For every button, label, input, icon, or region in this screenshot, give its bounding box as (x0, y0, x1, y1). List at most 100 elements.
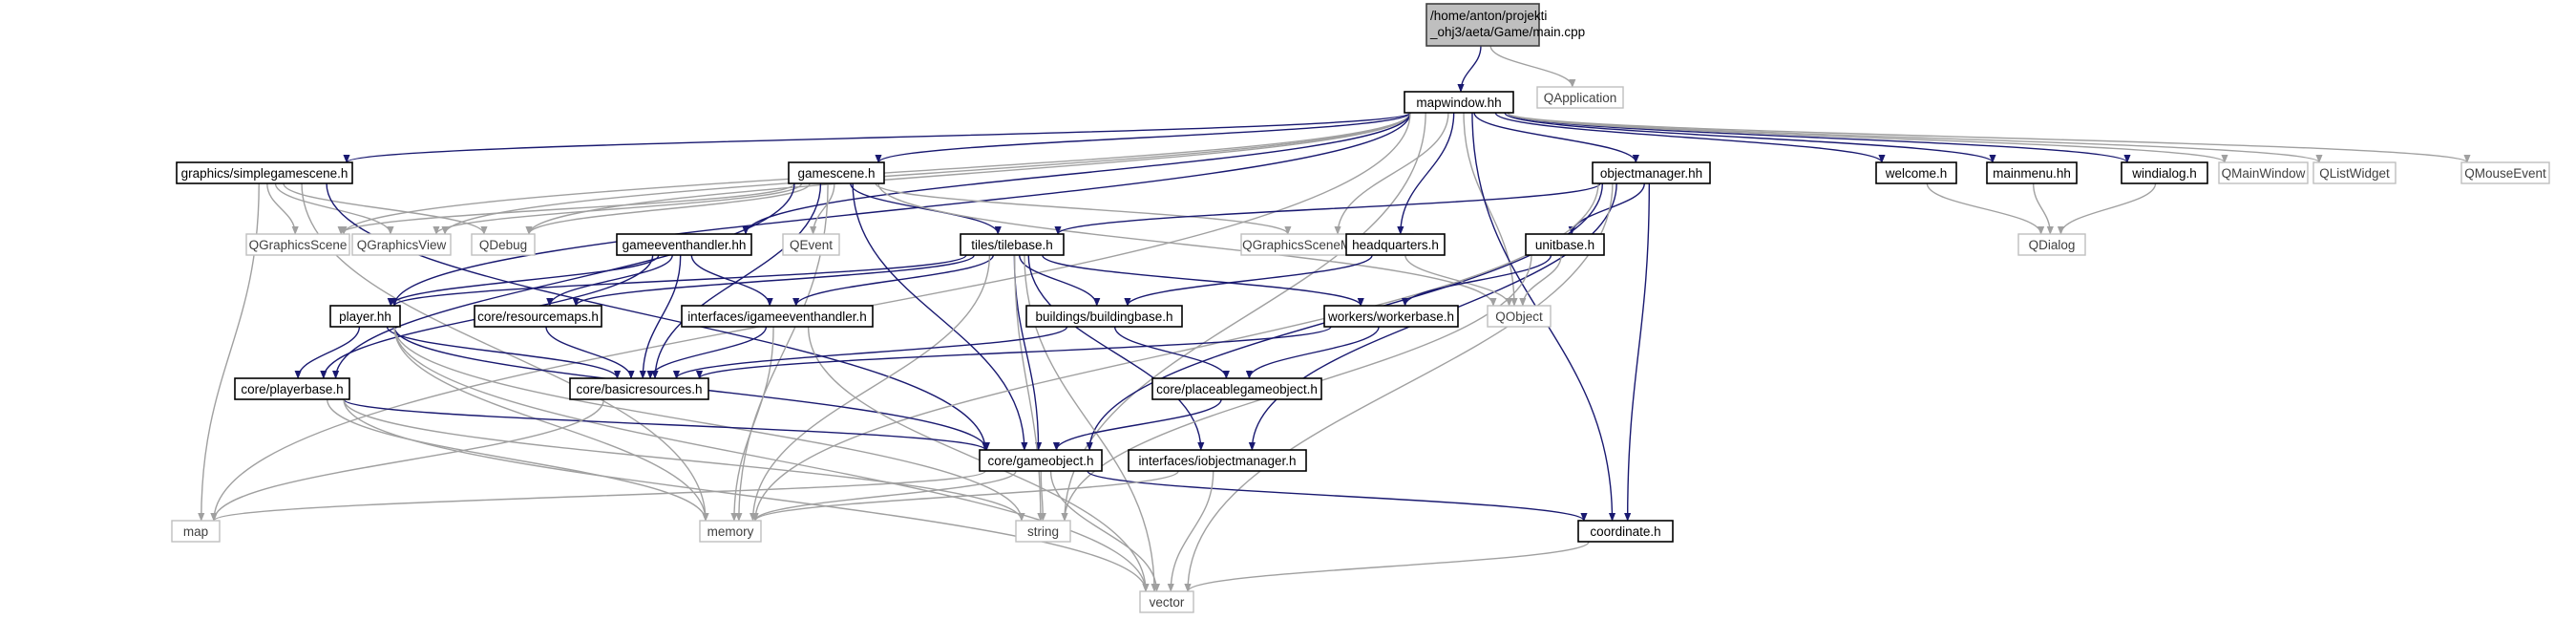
node-box-root (1425, 3, 1540, 47)
node-box-qlistwidget (2312, 161, 2397, 184)
node-playerbase[interactable]: core/playerbase.h (234, 377, 350, 400)
edge-mapwindow-to-mainmenu (1504, 112, 1996, 163)
node-placeablegameobject[interactable]: core/placeablegameobject.h (1151, 377, 1322, 400)
node-label-windialog: windialog.h (2131, 166, 2197, 181)
edge-tilebase-to-iobjectmanager (1027, 254, 1205, 451)
edge-tilebase-to-string (1013, 254, 1045, 522)
edge-objectmanager-to-unitbase (1568, 182, 1645, 235)
edge-gameeventhandler-to-igameeventhandler (690, 254, 773, 307)
edge-tilebase-to-resourcemaps (572, 254, 975, 307)
node-box-coordinate (1577, 520, 1674, 543)
node-qmainwindow[interactable]: QMainWindow (2218, 161, 2309, 184)
node-label-vector: vector (1150, 595, 1185, 609)
edge-simplegamescene-to-qgraphicsview (274, 182, 394, 235)
node-gamescene[interactable]: gamescene.h (788, 161, 885, 184)
node-box-qdialog (2017, 233, 2086, 256)
edge-root-to-mapwindow (1457, 45, 1482, 93)
edge-playerbase-to-vector (343, 398, 1150, 592)
edge-gamescene-to-qgraphicsview (433, 182, 803, 235)
node-box-qgraphicsscene (245, 233, 350, 256)
node-label-qmouseevent: QMouseEvent (2464, 166, 2546, 181)
node-basicresources[interactable]: core/basicresources.h (569, 377, 709, 400)
node-buildingbase[interactable]: buildings/buildingbase.h (1025, 305, 1183, 328)
node-headquarters[interactable]: headquarters.h (1345, 233, 1446, 256)
node-gameobject[interactable]: core/gameobject.h (979, 449, 1103, 472)
node-label-qgraphicsview: QGraphicsView (357, 238, 447, 252)
node-label-unitbase: unitbase.h (1535, 238, 1594, 252)
node-memory[interactable]: memory (699, 520, 762, 543)
edge-coordinate-to-vector (1184, 541, 1590, 592)
node-qobject[interactable]: QObject (1487, 305, 1552, 328)
node-map[interactable]: map (171, 520, 221, 543)
edge-playerbase-to-memory (327, 398, 709, 522)
node-simplegamescene[interactable]: graphics/simplegamescene.h (176, 161, 353, 184)
edge-mapwindow-to-qgraphicsscenemouseevent (1334, 112, 1449, 235)
node-mapwindow[interactable]: mapwindow.hh (1404, 91, 1514, 114)
edge-tilebase-to-workerbase (1042, 254, 1364, 307)
edge-player-to-playerbase (294, 326, 361, 379)
edge-mapwindow-to-qobject (1463, 112, 1518, 307)
edge-gamescene-to-qgraphicsscene (337, 182, 795, 235)
node-objectmanager[interactable]: objectmanager.hh (1592, 161, 1711, 184)
edge-gamescene-to-gameobject (852, 182, 1028, 451)
edge-playerbase-to-gameobject (343, 398, 989, 451)
edge-objectmanager-to-tilebase (1054, 182, 1601, 235)
node-gameeventhandler[interactable]: gameeventhandler.hh (616, 233, 752, 256)
edge-windialog-to-qdialog (2057, 182, 2157, 235)
edge-unitbase-to-workerbase (1402, 254, 1552, 307)
node-box-iobjectmanager (1128, 449, 1307, 472)
node-root[interactable]: /home/anton/projekti_ohj3/aeta/Game/main… (1425, 3, 1585, 47)
node-qlistwidget[interactable]: QListWidget (2312, 161, 2397, 184)
node-qmouseevent[interactable]: QMouseEvent (2460, 161, 2550, 184)
edge-mapwindow-to-simplegamescene (343, 112, 1411, 163)
edge-mapwindow-to-qmouseevent (1507, 112, 2471, 163)
node-qgraphicsscene[interactable]: QGraphicsScene (245, 233, 350, 256)
node-label-qobject: QObject (1495, 310, 1543, 324)
edge-buildingbase-to-placeablegameobject (1113, 326, 1230, 379)
node-unitbase[interactable]: unitbase.h (1525, 233, 1605, 256)
node-qdialog[interactable]: QDialog (2017, 233, 2086, 256)
node-box-buildingbase (1025, 305, 1183, 328)
node-tilebase[interactable]: tiles/tilebase.h (960, 233, 1065, 256)
node-mainmenu[interactable]: mainmenu.hh (1986, 161, 2078, 184)
edge-objectmanager-to-coordinate (1624, 182, 1651, 522)
node-box-qevent (782, 233, 840, 256)
node-qgraphicsview[interactable]: QGraphicsView (351, 233, 452, 256)
edge-gameeventhandler-to-player (387, 254, 660, 307)
node-label-igameeventhandler: interfaces/igameeventhandler.h (687, 310, 867, 324)
node-label-resourcemaps: core/resourcemaps.h (477, 310, 599, 324)
edge-gameeventhandler-to-basicresources (639, 254, 682, 379)
edge-iobjectmanager-to-vector (1167, 470, 1214, 592)
node-qapplication[interactable]: QApplication (1536, 86, 1624, 109)
edge-mapwindow-to-headquarters (1397, 112, 1455, 235)
node-box-qmouseevent (2460, 161, 2550, 184)
node-windialog[interactable]: windialog.h (2121, 161, 2208, 184)
node-qevent[interactable]: QEvent (782, 233, 840, 256)
node-workerbase[interactable]: workers/workerbase.h (1323, 305, 1459, 328)
edge-workerbase-to-placeablegameobject (1245, 326, 1380, 379)
node-welcome[interactable]: welcome.h (1875, 161, 1957, 184)
node-player[interactable]: player.hh (329, 305, 401, 328)
node-coordinate[interactable]: coordinate.h (1577, 520, 1674, 543)
edge-mapwindow-to-gamescene (875, 112, 1411, 163)
node-label-mainmenu: mainmenu.hh (1993, 166, 2071, 181)
node-label-qmainwindow: QMainWindow (2222, 166, 2306, 181)
edge-resourcemaps-to-basicresources (545, 326, 635, 379)
node-string[interactable]: string (1015, 520, 1071, 543)
node-label-iobjectmanager: interfaces/iobjectmanager.h (1138, 454, 1296, 468)
node-box-resourcemaps (474, 305, 602, 328)
node-iobjectmanager[interactable]: interfaces/iobjectmanager.h (1128, 449, 1307, 472)
edge-igameeventhandler-to-basicresources (646, 326, 768, 379)
node-vector[interactable]: vector (1139, 590, 1194, 613)
node-label-qdialog: QDialog (2029, 238, 2076, 252)
edge-mapwindow-to-gameeventhandler (742, 112, 1411, 235)
node-qdebug[interactable]: QDebug (471, 233, 536, 256)
node-resourcemaps[interactable]: core/resourcemaps.h (474, 305, 602, 328)
edge-gamescene-to-qevent (810, 182, 835, 235)
edge-gameobject-to-memory (751, 470, 1017, 522)
edge-gameobject-to-vector (1049, 470, 1161, 592)
node-igameeventhandler[interactable]: interfaces/igameeventhandler.h (681, 305, 874, 328)
edge-gameobject-to-coordinate (1087, 470, 1588, 522)
node-label-root-line-1: /home/anton/projekti (1430, 9, 1547, 23)
edge-gameobject-to-string (1039, 470, 1046, 522)
